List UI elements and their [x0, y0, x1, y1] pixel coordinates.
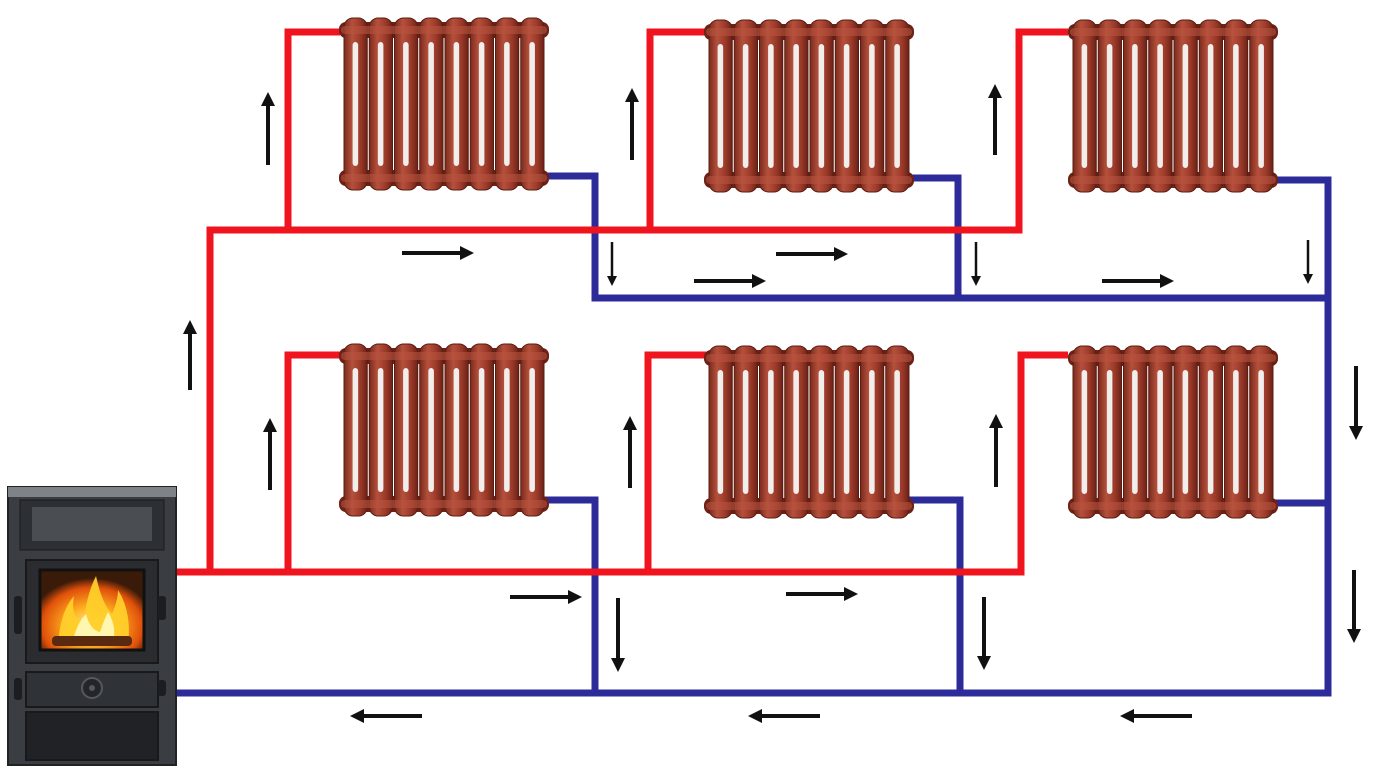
- radiator-lower-3: [1068, 345, 1278, 519]
- return-pipe: [908, 496, 964, 693]
- radiators: [339, 17, 1278, 519]
- return-pipe: [176, 176, 1332, 697]
- flow-arrow-left: [350, 709, 422, 723]
- supply-pipe: [284, 28, 340, 230]
- supply-pipe: [176, 351, 1068, 576]
- flow-arrow-right: [786, 587, 858, 601]
- flow-arrow-up: [989, 414, 1003, 487]
- supply-pipe: [644, 351, 706, 572]
- return-pipe: [543, 496, 599, 693]
- flow-arrow-up: [261, 92, 275, 165]
- flow-arrow-up: [263, 418, 277, 490]
- flow-arrow-down: [971, 242, 981, 286]
- flow-arrow-right: [1102, 274, 1174, 288]
- flow-arrow-right: [510, 590, 582, 604]
- flow-arrow-right: [402, 246, 474, 260]
- flow-arrow-up: [988, 84, 1002, 155]
- supply-pipe: [206, 28, 1068, 572]
- flow-arrow-up: [625, 88, 639, 160]
- radiator-upper-3: [1068, 19, 1278, 193]
- flow-arrow-down: [607, 242, 617, 286]
- flow-arrow-right: [776, 247, 848, 261]
- radiator-lower-1: [339, 343, 549, 517]
- flow-arrow-down: [611, 598, 625, 672]
- flow-arrow-left: [748, 709, 820, 723]
- flow-arrow-down: [1303, 240, 1313, 284]
- supply-pipes: [176, 28, 1068, 576]
- fire-icon: [52, 576, 132, 646]
- supply-pipe: [646, 28, 706, 230]
- flow-arrow-up: [623, 416, 637, 488]
- flow-arrows: [183, 84, 1363, 723]
- radiator-upper-2: [704, 19, 914, 193]
- wood-stove-icon: [7, 486, 177, 766]
- flow-arrow-down: [1349, 366, 1363, 440]
- flow-arrow-left: [1120, 709, 1192, 723]
- flow-arrow-right: [694, 274, 766, 288]
- flow-arrow-down: [1347, 570, 1361, 643]
- flow-arrow-up: [183, 320, 197, 390]
- return-pipe: [543, 172, 1328, 302]
- stove-door: [14, 559, 166, 664]
- flow-arrow-down: [977, 597, 991, 670]
- radiator-upper-1: [339, 17, 549, 191]
- supply-pipe: [284, 351, 340, 572]
- return-pipe: [908, 174, 962, 298]
- return-pipes: [176, 172, 1332, 697]
- radiator-lower-2: [704, 345, 914, 519]
